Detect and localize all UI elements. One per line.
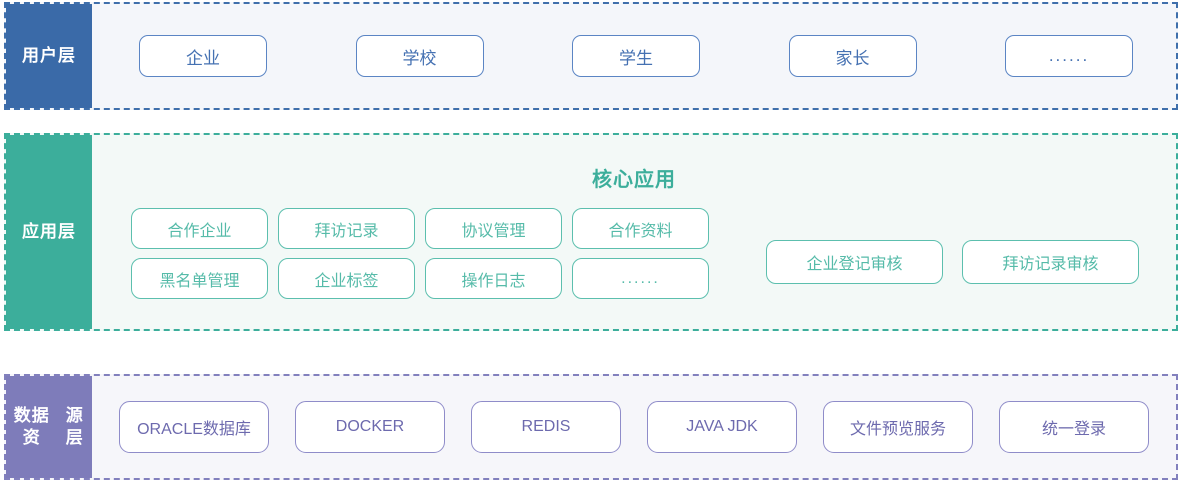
- app-chip-visit-record-audit[interactable]: 拜访记录审核: [962, 240, 1139, 284]
- app-chip-partner-enterprise[interactable]: 合作企业: [131, 208, 268, 249]
- application-layer-band: 应用层 核心应用 合作企业 拜访记录 协议管理 合作资料 黑名单管理 企业标签 …: [4, 133, 1178, 331]
- app-chip-operation-log[interactable]: 操作日志: [425, 258, 562, 299]
- user-layer-items: 企业 学校 学生 家长 ......: [92, 4, 1176, 108]
- data-chip-redis[interactable]: REDIS: [471, 401, 621, 453]
- user-chip-enterprise[interactable]: 企业: [139, 35, 267, 77]
- data-resource-layer-band: 数据资 源层 ORACLE数据库 DOCKER REDIS JAVA JDK 文…: [4, 374, 1178, 480]
- data-resource-items: ORACLE数据库 DOCKER REDIS JAVA JDK 文件预览服务 统…: [92, 376, 1176, 478]
- application-layer-body: 核心应用 合作企业 拜访记录 协议管理 合作资料 黑名单管理 企业标签 操作日志…: [92, 135, 1176, 329]
- user-layer-label: 用户层: [6, 4, 92, 108]
- app-chip-visit-record[interactable]: 拜访记录: [278, 208, 415, 249]
- data-layer-label-line1: 数据资: [13, 406, 50, 447]
- core-application-title: 核心应用: [592, 169, 676, 191]
- data-resource-layer-body: ORACLE数据库 DOCKER REDIS JAVA JDK 文件预览服务 统…: [92, 376, 1176, 478]
- app-chip-more[interactable]: ......: [572, 258, 709, 299]
- app-chip-enterprise-registration-audit[interactable]: 企业登记审核: [766, 240, 943, 284]
- data-layer-label-line2: 源层: [65, 406, 84, 447]
- data-chip-file-preview-service[interactable]: 文件预览服务: [823, 401, 973, 453]
- data-resource-layer-label: 数据资 源层: [6, 376, 92, 478]
- user-chip-more[interactable]: ......: [1005, 35, 1133, 77]
- application-audit-group: 企业登记审核 拜访记录审核: [766, 240, 1139, 284]
- application-module-grid: 合作企业 拜访记录 协议管理 合作资料 黑名单管理 企业标签 操作日志 ....…: [131, 208, 709, 299]
- data-chip-unified-login[interactable]: 统一登录: [999, 401, 1149, 453]
- app-chip-blacklist-management[interactable]: 黑名单管理: [131, 258, 268, 299]
- user-layer-body: 企业 学校 学生 家长 ......: [92, 4, 1176, 108]
- app-chip-enterprise-tag[interactable]: 企业标签: [278, 258, 415, 299]
- app-chip-cooperation-materials[interactable]: 合作资料: [572, 208, 709, 249]
- app-chip-agreement-management[interactable]: 协议管理: [425, 208, 562, 249]
- data-chip-docker[interactable]: DOCKER: [295, 401, 445, 453]
- data-chip-oracle-database[interactable]: ORACLE数据库: [119, 401, 269, 453]
- data-chip-java-jdk[interactable]: JAVA JDK: [647, 401, 797, 453]
- user-chip-student[interactable]: 学生: [572, 35, 700, 77]
- user-layer-band: 用户层 企业 学校 学生 家长 ......: [4, 2, 1178, 110]
- user-chip-parent[interactable]: 家长: [788, 35, 917, 77]
- application-layer-label: 应用层: [6, 135, 92, 329]
- user-chip-school[interactable]: 学校: [355, 35, 484, 77]
